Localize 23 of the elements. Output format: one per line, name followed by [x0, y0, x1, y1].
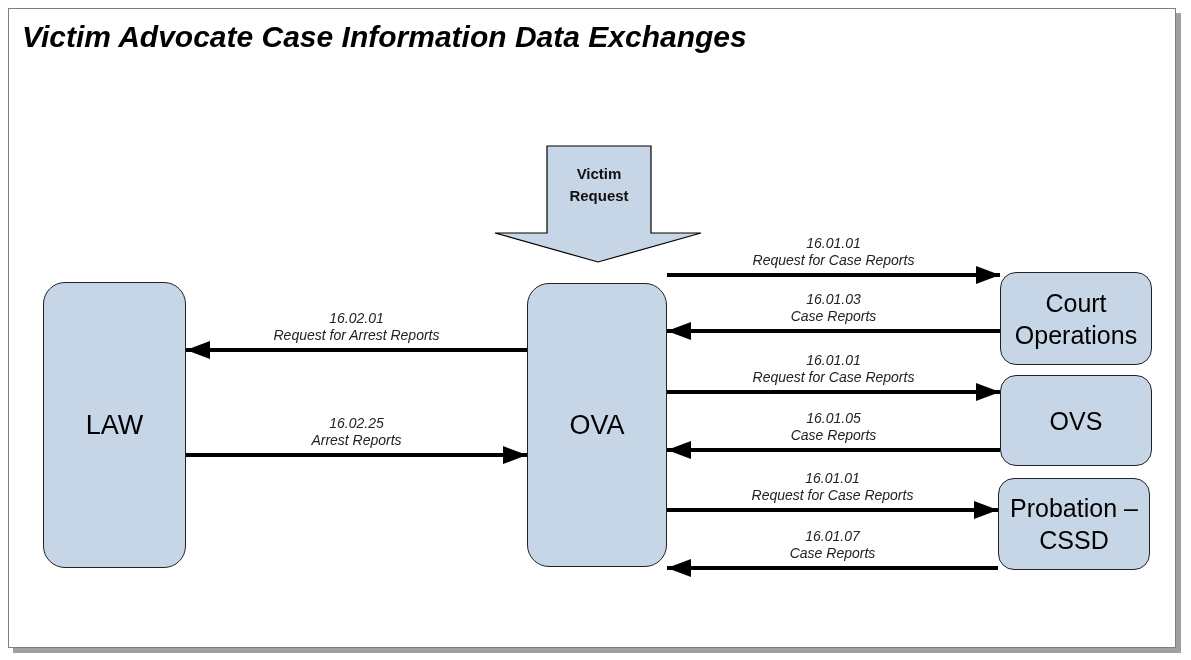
edge-label: 16.01.05 Case Reports [790, 410, 877, 444]
agency-box: Probation – CSSD [998, 478, 1150, 570]
title: Victim Advocate Case Information Data Exchanges [22, 19, 747, 55]
edge-label: 16.01.03 Case Reports [790, 291, 877, 325]
system-box: LAW [43, 282, 186, 568]
edge-label: 16.01.01 Request for Case Reports [752, 235, 915, 269]
arrow [667, 559, 998, 577]
agency-box: Court Operations [1000, 272, 1152, 365]
arrow [667, 266, 1000, 284]
system-box: OVA [527, 283, 667, 567]
edge-label: 16.01.07 Case Reports [789, 528, 876, 562]
edge-label: 16.02.25 Arrest Reports [311, 415, 402, 449]
arrow [186, 446, 527, 464]
arrow [667, 383, 1000, 401]
arrow [667, 441, 1000, 459]
arrow [667, 501, 998, 519]
node-label: Victim Request [568, 164, 630, 206]
edge-label: 16.01.01 Request for Case Reports [752, 352, 915, 386]
agency-box: OVS [1000, 375, 1152, 466]
edge-label: 16.02.01 Request for Arrest Reports [273, 310, 440, 344]
arrow [186, 341, 527, 359]
arrow [667, 322, 1000, 340]
edge-label: 16.01.01 Request for Case Reports [751, 470, 914, 504]
